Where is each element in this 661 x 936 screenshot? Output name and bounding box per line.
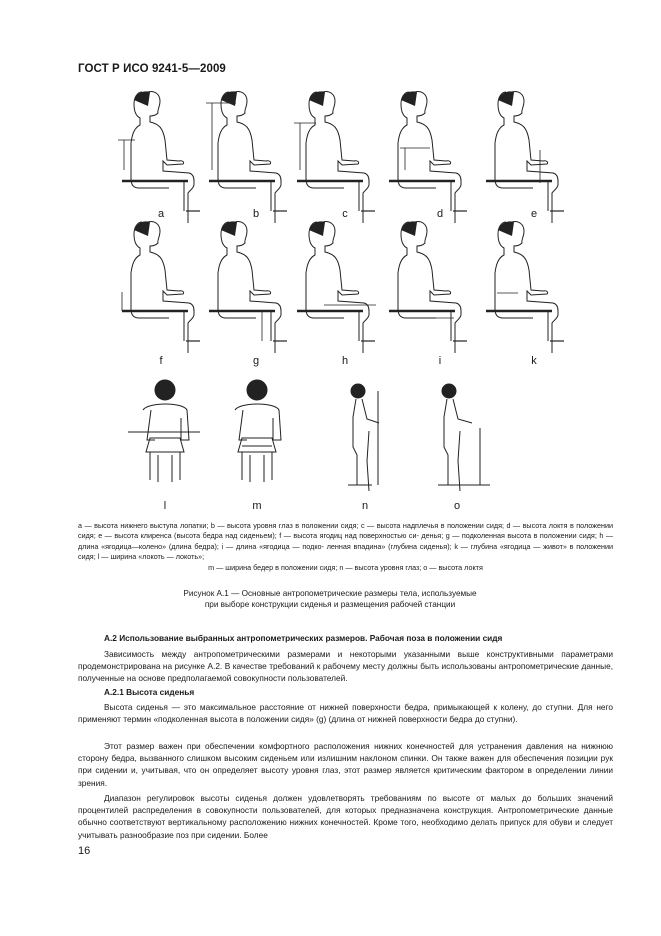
figure-label-i: i	[438, 355, 442, 367]
figure-label-n: n	[361, 500, 369, 512]
standing-figure-n	[348, 383, 380, 492]
legend-line: m — ширина бедер в положении сидя; n — в…	[208, 562, 483, 572]
figure-label-g: g	[252, 355, 260, 367]
back-view-l	[128, 379, 200, 482]
figure-label-a: a	[157, 208, 165, 220]
caption-line: при выборе конструкции сиденья и размеще…	[204, 599, 456, 609]
legend-line: денья; g — подколенная высота в положени…	[78, 531, 614, 551]
figure-label-b: b	[252, 208, 260, 220]
figure-label-m: m	[252, 500, 262, 512]
figure-caption: Рисунок А.1 — Основные антропометрически…	[120, 589, 540, 611]
document-header: ГОСТ Р ИСО 9241-5—2009	[78, 63, 226, 75]
caption-line: Рисунок А.1 — Основные антропометрически…	[183, 589, 477, 598]
legend-line: ленная впадина» (глубина сиденья); k — г…	[78, 541, 613, 562]
figure-label-c: c	[342, 208, 348, 220]
paragraph: Этот размер важен при обеспечении комфор…	[78, 741, 613, 788]
legend-line: a — высота нижнего выступа лопатки; b — …	[78, 521, 504, 530]
figure-label-l: l	[163, 500, 167, 512]
standing-figure-o	[438, 383, 490, 492]
anthropometric-figure	[118, 90, 566, 492]
paragraph: Высота сиденья — это максимальное рассто…	[78, 702, 613, 725]
figure-label-e: e	[530, 208, 538, 220]
figure-label-f: f	[159, 355, 163, 367]
figure-label-d: d	[436, 208, 444, 220]
section-heading-a2: А.2 Использование выбранных антропометри…	[104, 633, 503, 643]
figure-label-o: o	[453, 500, 461, 512]
paragraph-a2: Зависимость между антропометрическими ра…	[78, 649, 613, 684]
page-number: 16	[78, 845, 91, 857]
section-heading-a21: А.2.1 Высота сиденья	[104, 687, 195, 697]
paragraph: Диапазон регулировок высоты сиденья долж…	[78, 793, 613, 840]
figure-legend: a — высота нижнего выступа лопатки; b — …	[78, 521, 613, 573]
legend-line: d — высота локтя в положении сидя; e — в…	[78, 521, 613, 541]
figure-label-k: k	[531, 355, 537, 367]
figure-label-h: h	[341, 355, 349, 367]
back-view-m	[234, 379, 282, 482]
